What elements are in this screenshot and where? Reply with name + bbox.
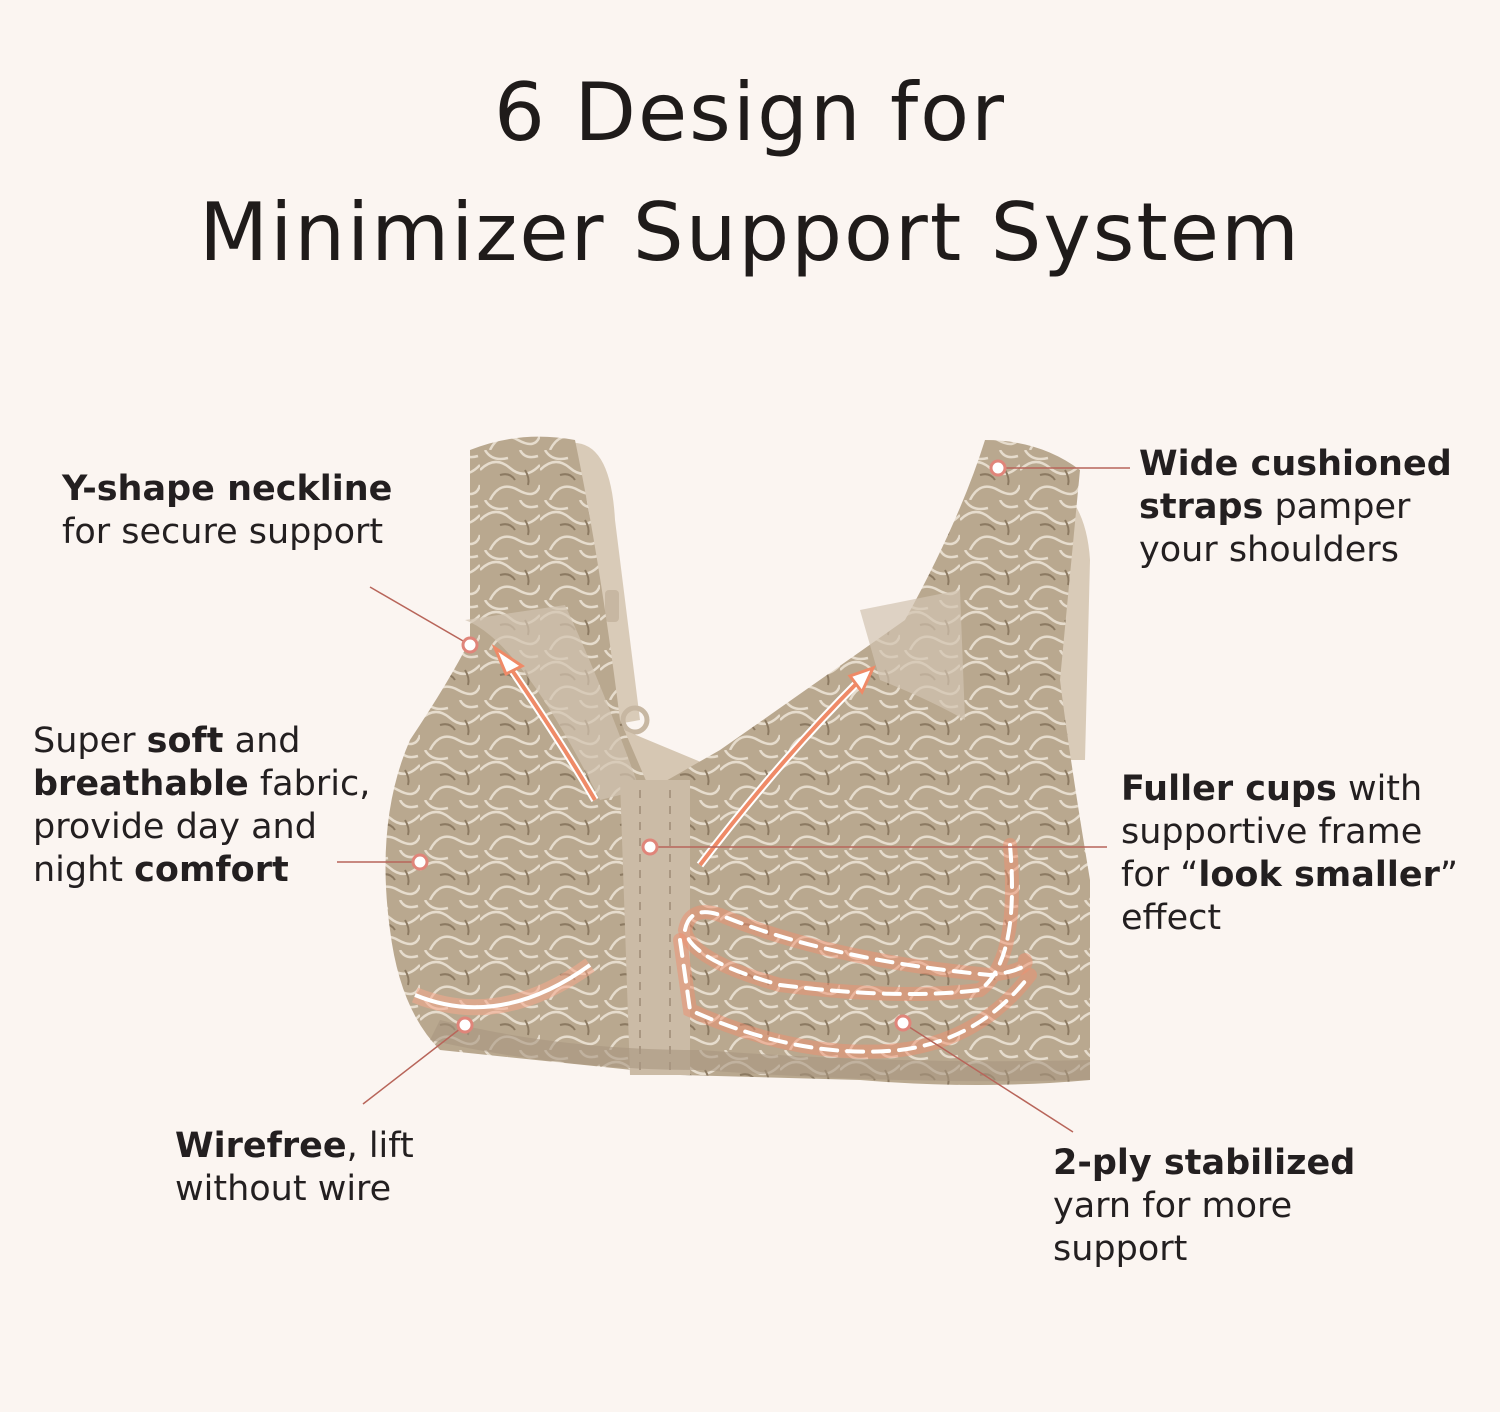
dot-fabric <box>411 853 429 871</box>
dot-straps <box>989 459 1007 477</box>
callout-cups: Fuller cups with supportive frame for “l… <box>1121 768 1458 940</box>
center-gore <box>620 780 690 1075</box>
strap-l2b: pamper <box>1263 487 1411 527</box>
dot-yarn <box>894 1014 912 1032</box>
strap-l3: your shoulders <box>1139 530 1399 570</box>
callout-neckline: Y-shape neckline for secure support <box>62 468 392 554</box>
dot-wirefree <box>456 1016 474 1034</box>
wire-bold: Wirefree <box>175 1126 347 1166</box>
title-line-1: 6 Design for <box>494 66 1006 159</box>
neckline-bold: Y-shape neckline <box>62 469 393 509</box>
soft-l4a: night <box>33 850 135 890</box>
title-line-2: Minimizer Support System <box>199 186 1301 279</box>
wire-rest1: , lift <box>346 1126 414 1166</box>
cups-l3c: ” <box>1439 855 1458 895</box>
ply-l2: yarn for more <box>1053 1186 1293 1226</box>
ply-bold: 2-ply stabilized <box>1053 1143 1356 1183</box>
strap-l1: Wide cushioned <box>1139 444 1452 484</box>
cups-l3b: look smaller <box>1198 855 1440 895</box>
callout-wirefree: Wirefree, lift without wire <box>175 1125 414 1211</box>
soft-l1c: and <box>223 721 301 761</box>
strap-l2a: straps <box>1139 487 1264 527</box>
soft-l1a: Super <box>33 721 147 761</box>
soft-l4b: comfort <box>134 850 289 890</box>
cups-l4: effect <box>1121 898 1222 938</box>
soft-l1b: soft <box>146 721 224 761</box>
soft-l2a: breathable <box>33 764 249 804</box>
cups-l3a: for “ <box>1121 855 1199 895</box>
soft-l3: provide day and <box>33 807 317 847</box>
bra-body <box>385 436 1090 1086</box>
soft-l2b: fabric, <box>248 764 371 804</box>
dot-neckline <box>461 636 479 654</box>
callout-straps: Wide cushioned straps pamper your should… <box>1139 443 1452 572</box>
callout-fabric: Super soft and breathable fabric, provid… <box>33 720 370 892</box>
dot-cups <box>641 838 659 856</box>
wire-rest2: without wire <box>175 1169 392 1209</box>
cups-l1a: Fuller cups <box>1121 769 1337 809</box>
neckline-text: for secure support <box>62 512 384 552</box>
callout-yarn: 2-ply stabilized yarn for more support <box>1053 1142 1355 1271</box>
cups-l2: supportive frame <box>1121 812 1423 852</box>
ply-l3: support <box>1053 1229 1188 1269</box>
cups-l1b: with <box>1336 769 1423 809</box>
